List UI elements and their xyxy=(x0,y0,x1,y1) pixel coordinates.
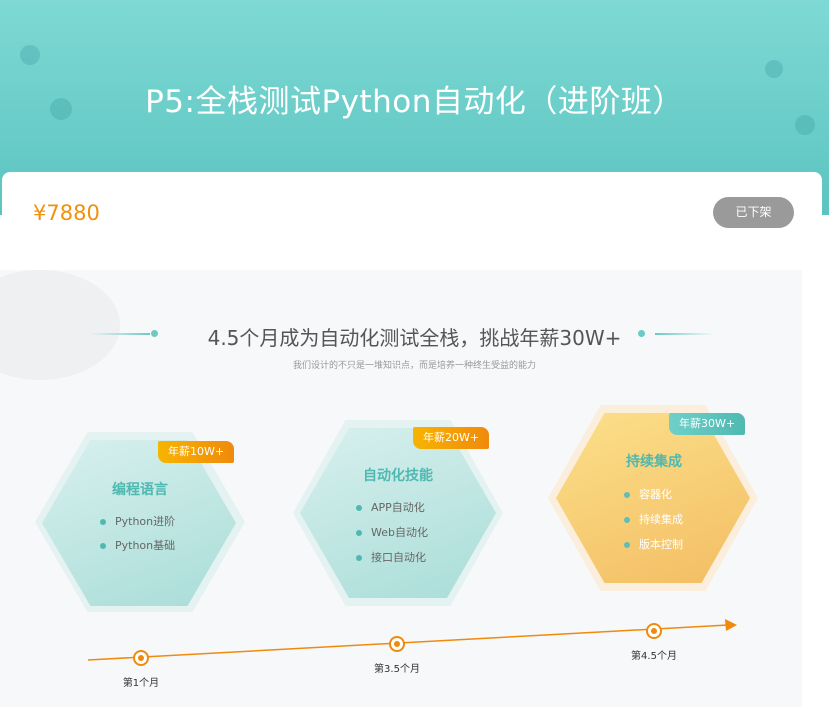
timeline-label: 第3.5个月 xyxy=(374,664,420,675)
stage-name: 编程语言 xyxy=(112,482,168,498)
timeline-node xyxy=(646,623,662,639)
molecule-decoration xyxy=(795,115,815,135)
stage-item: 接口自动化 xyxy=(356,549,426,565)
molecule-decoration xyxy=(50,98,72,120)
salary-badge: 年薪20W+ xyxy=(413,427,490,449)
molecule-decoration xyxy=(765,60,783,78)
divider-line xyxy=(90,333,150,335)
timeline-node xyxy=(389,636,405,652)
banner-subtitle: 我们设计的不只是一堆知识点，而是培养一种终生受益的能力 xyxy=(292,361,536,371)
divider-dot xyxy=(638,330,645,337)
course-title: P5:全栈测试Python自动化（进阶班） xyxy=(145,84,684,120)
stage-name: 持续集成 xyxy=(626,454,682,470)
stage-item: APP自动化 xyxy=(356,499,425,515)
status-button[interactable]: 已下架 xyxy=(713,197,794,228)
stage-item: Python基础 xyxy=(100,537,175,553)
stage-name: 自动化技能 xyxy=(363,468,433,484)
stage-item: 持续集成 xyxy=(624,511,683,527)
banner-headline: 4.5个月成为自动化测试全栈，挑战年薪30W+ xyxy=(207,326,622,350)
stage-item: 版本控制 xyxy=(624,536,683,552)
timeline-node xyxy=(133,650,149,666)
salary-badge: 年薪30W+ xyxy=(669,413,746,435)
timeline-label: 第4.5个月 xyxy=(631,651,677,662)
stage-item: Web自动化 xyxy=(356,524,428,540)
timeline-label: 第1个月 xyxy=(122,678,160,689)
stage-item: 容器化 xyxy=(624,486,672,502)
molecule-decoration xyxy=(20,45,40,65)
stage-item: Python进阶 xyxy=(100,513,175,529)
salary-badge: 年薪10W+ xyxy=(158,441,235,463)
divider-dot xyxy=(151,330,158,337)
price: ¥7880 xyxy=(33,201,100,225)
